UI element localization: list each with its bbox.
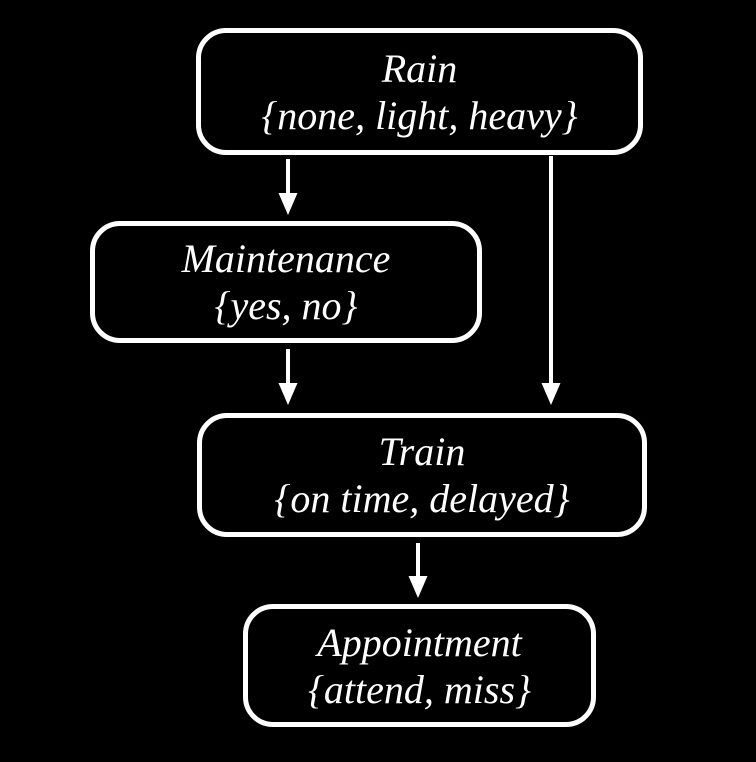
rain-node-label: Rain [381,45,458,91]
train-node: Train {on time, delayed} [197,413,647,537]
train-node-values: {on time, delayed} [274,476,570,521]
train-node-label: Train [378,429,466,474]
maintenance-node-label: Maintenance [181,236,391,281]
edge-train-to-appointment-arrow [408,543,428,598]
edge-rain-to-train-arrow [541,156,561,405]
maintenance-node: Maintenance {yes, no} [90,221,482,343]
rain-node-values: {none, light, heavy} [261,92,578,138]
appointment-node: Appointment {attend, miss} [243,604,596,727]
maintenance-node-values: {yes, no} [214,283,358,328]
edge-maintenance-to-train-arrow [278,349,298,405]
edge-rain-to-maintenance-arrow [278,159,298,215]
appointment-node-values: {attend, miss} [307,666,532,712]
appointment-node-label: Appointment [317,619,522,665]
rain-node: Rain {none, light, heavy} [196,28,643,155]
